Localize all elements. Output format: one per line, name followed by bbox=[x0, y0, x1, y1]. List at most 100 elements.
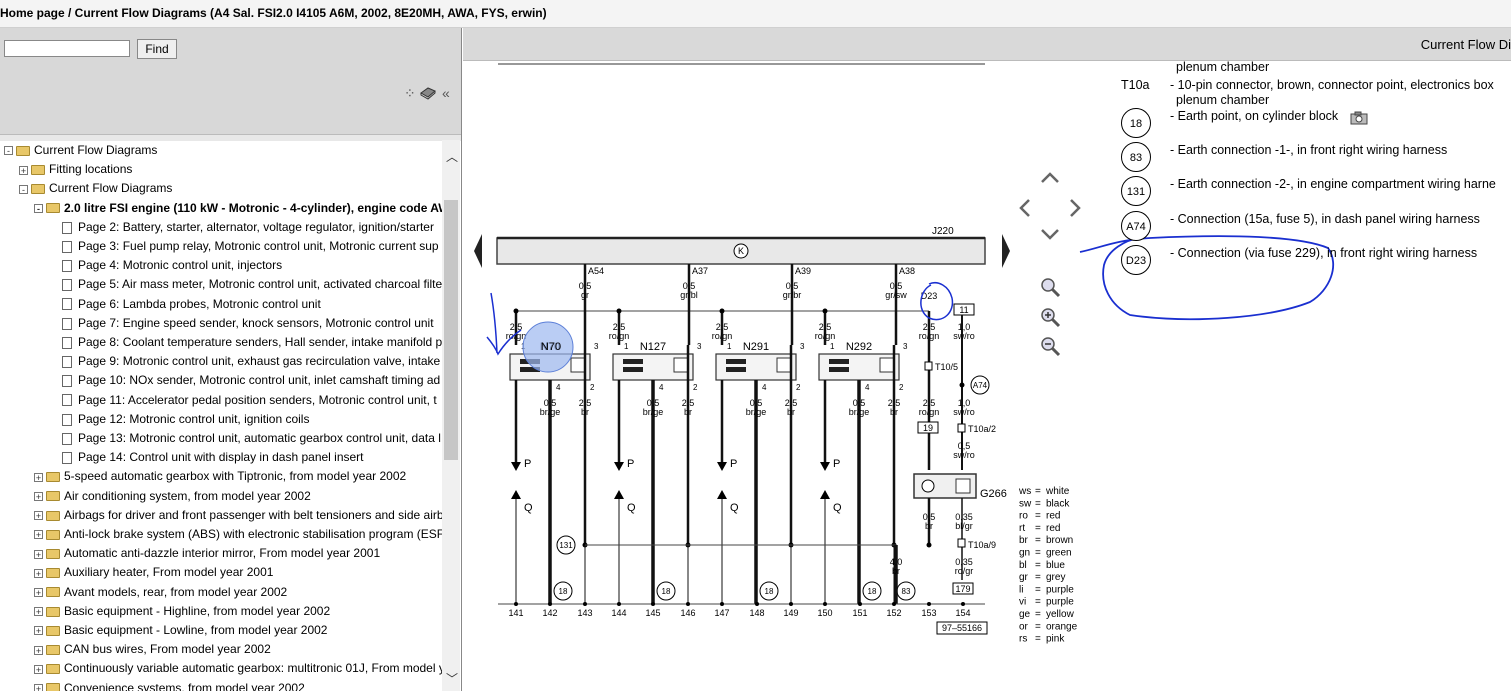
tree-folder-item[interactable]: + Fitting locations bbox=[19, 160, 132, 178]
tree-page-item[interactable]: Page 13: Motronic control unit, automati… bbox=[62, 429, 441, 447]
tree-page-item[interactable]: Page 12: Motronic control unit, ignition… bbox=[62, 410, 309, 428]
pan-down-icon[interactable] bbox=[1040, 228, 1060, 247]
legend-text: - Earth connection -2-, in engine compar… bbox=[1170, 177, 1496, 191]
collapse-icon[interactable]: - bbox=[34, 203, 43, 213]
document-icon bbox=[62, 336, 72, 349]
collapse-panel-icon[interactable]: « bbox=[442, 85, 450, 101]
legend-t10a-text: - 10-pin connector, brown, connector poi… bbox=[1170, 78, 1494, 92]
legend-t10a-line2: plenum chamber bbox=[1176, 93, 1270, 107]
tree-page-item[interactable]: Page 2: Battery, starter, alternator, vo… bbox=[62, 218, 434, 236]
zoom-in-icon[interactable] bbox=[1040, 307, 1062, 334]
tree-folder-item[interactable]: + Auxiliary heater, From model year 2001 bbox=[34, 563, 273, 581]
pan-right-icon[interactable] bbox=[1069, 198, 1083, 223]
tree-folder-item[interactable]: -Current Flow Diagrams bbox=[4, 141, 157, 159]
tree-page-item[interactable]: Page 3: Fuel pump relay, Motronic contro… bbox=[62, 237, 439, 255]
tree-folder-item[interactable]: - 2.0 litre FSI engine (110 kW - Motronic… bbox=[34, 199, 442, 217]
tree-item-label: Page 10: NOx sender, Motronic control un… bbox=[78, 373, 441, 388]
zoom-out-icon[interactable] bbox=[1040, 336, 1062, 363]
pan-up-icon[interactable] bbox=[1040, 170, 1060, 189]
tree-item-label: Continuously variable automatic gearbox:… bbox=[64, 661, 442, 676]
pan-left-icon[interactable] bbox=[1017, 198, 1031, 223]
tree-item-label: Page 8: Coolant temperature senders, Hal… bbox=[78, 335, 442, 349]
scroll-down-icon[interactable]: ﹀ bbox=[446, 672, 459, 686]
expand-icon[interactable]: + bbox=[34, 511, 43, 522]
zoom-fit-icon[interactable] bbox=[1040, 277, 1062, 304]
tree-folder-item[interactable]: + Basic equipment - Lowline, from model y… bbox=[34, 621, 327, 639]
tree-item-label: Page 5: Air mass meter, Motronic control… bbox=[78, 277, 442, 292]
folder-icon bbox=[46, 645, 60, 656]
camera-icon[interactable] bbox=[1350, 111, 1368, 130]
expand-icon[interactable]: + bbox=[19, 165, 28, 176]
collapse-icon[interactable]: - bbox=[4, 146, 13, 156]
tree-page-item[interactable]: Page 7: Engine speed sender, knock senso… bbox=[62, 314, 434, 332]
scroll-up-icon[interactable]: ︿ bbox=[446, 150, 459, 164]
folder-icon bbox=[46, 683, 60, 691]
expand-icon[interactable]: + bbox=[34, 549, 43, 560]
expand-collapse-icon[interactable]: ⁘ bbox=[404, 85, 416, 101]
tree-item-label: Page 4: Motronic control unit, injectors bbox=[78, 258, 283, 273]
tree-item-label: Auxiliary heater, From model year 2001 bbox=[64, 565, 274, 580]
expand-icon[interactable]: + bbox=[34, 472, 43, 483]
document-icon bbox=[62, 260, 72, 273]
tree-folder-item[interactable]: +Basic equipment - Highline, from model … bbox=[34, 602, 330, 620]
legend-top-line: plenum chamber bbox=[1176, 60, 1270, 74]
tree-folder-item[interactable]: - Current Flow Diagrams bbox=[19, 179, 172, 197]
legend-circle-a74: A74 bbox=[1121, 211, 1151, 241]
legend-circle-131: 131 bbox=[1121, 176, 1151, 206]
tree-item-label: Airbags for driver and front passenger w… bbox=[64, 507, 442, 522]
tree-page-item[interactable]: Page 8: Coolant temperature senders, Hal… bbox=[62, 333, 442, 351]
expand-icon[interactable]: + bbox=[34, 607, 43, 618]
tree-item-label: CAN bus wires, From model year 2002 bbox=[64, 642, 271, 657]
tree-page-item[interactable]: Page 10: NOx sender, Motronic control un… bbox=[62, 371, 440, 389]
tree-header bbox=[0, 134, 461, 141]
tree-item-label: 2.0 litre FSI engine (110 kW - Motronic … bbox=[64, 200, 442, 215]
search-input[interactable] bbox=[4, 40, 130, 57]
tree-folder-item[interactable]: +Avant models, rear, from model year 200… bbox=[34, 583, 287, 601]
legend-text: - Earth point, on cylinder block bbox=[1170, 109, 1339, 123]
expand-icon[interactable]: + bbox=[34, 530, 43, 541]
document-icon bbox=[62, 317, 72, 330]
left-panel: Find ⁘ « -Current Flow Diagrams+Fitting … bbox=[0, 28, 462, 691]
tree-page-item[interactable]: Page 6: Lambda probes, Motronic control … bbox=[62, 295, 321, 313]
tree-page-item[interactable]: Page 14: Control unit with display in da… bbox=[62, 448, 364, 466]
folder-icon bbox=[46, 529, 60, 540]
legend-text: - Connection (via fuse 229), in front ri… bbox=[1170, 246, 1478, 260]
tree-item-label: Page 3: Fuel pump relay, Motronic contro… bbox=[78, 239, 439, 253]
expand-icon[interactable]: + bbox=[34, 645, 43, 656]
document-icon bbox=[62, 240, 72, 253]
tree-folder-item[interactable]: +Anti-lock brake system (ABS) with elect… bbox=[34, 525, 442, 543]
expand-icon[interactable]: + bbox=[34, 664, 43, 675]
tree-page-item[interactable]: Page 9: Motronic control unit, exhaust g… bbox=[62, 352, 440, 370]
tree-item-label: Page 7: Engine speed sender, knock senso… bbox=[78, 315, 434, 330]
tree-item-label: Page 14: Control unit with display in da… bbox=[78, 450, 364, 465]
expand-icon[interactable]: + bbox=[34, 587, 43, 598]
expand-icon[interactable]: + bbox=[34, 491, 43, 502]
folder-icon bbox=[46, 549, 60, 560]
tree-page-item[interactable]: Page 11: Accelerator pedal position send… bbox=[62, 391, 437, 409]
tree-item-label: Automatic anti-dazzle interior mirror, F… bbox=[64, 546, 381, 561]
tree-item-label: Fitting locations bbox=[49, 162, 133, 177]
tree-folder-item[interactable]: +5-speed automatic gearbox with Tiptroni… bbox=[34, 467, 406, 485]
book-icon[interactable] bbox=[420, 86, 436, 103]
tree-item-label: Basic equipment - Lowline, from model ye… bbox=[64, 623, 328, 637]
tree-scrollbar[interactable]: ︿ ﹀ bbox=[442, 140, 460, 691]
find-button[interactable]: Find bbox=[137, 39, 177, 59]
expand-icon[interactable]: + bbox=[34, 626, 43, 637]
tree-folder-item[interactable]: + Automatic anti-dazzle interior mirror, … bbox=[34, 544, 380, 562]
tree-folder-item[interactable]: + Airbags for driver and front passenger … bbox=[34, 506, 442, 524]
scroll-thumb[interactable] bbox=[444, 200, 458, 460]
tree-folder-item[interactable]: +Convenience systems, from model year 20… bbox=[34, 679, 305, 691]
tree-item-label: Current Flow Diagrams bbox=[49, 181, 173, 196]
tree-item-label: Page 2: Battery, starter, alternator, vo… bbox=[78, 219, 434, 234]
folder-icon bbox=[46, 510, 60, 521]
collapse-icon[interactable]: - bbox=[19, 184, 28, 194]
tree-folder-item[interactable]: +Air conditioning system, from model yea… bbox=[34, 487, 311, 505]
tree-folder-item[interactable]: + CAN bus wires, From model year 2002 bbox=[34, 640, 271, 658]
expand-icon[interactable]: + bbox=[34, 568, 43, 579]
breadcrumb[interactable]: Home page / Current Flow Diagrams (A4 Sa… bbox=[0, 6, 547, 20]
expand-icon[interactable]: + bbox=[34, 683, 43, 691]
document-icon bbox=[62, 413, 72, 426]
tree-page-item[interactable]: Page 4: Motronic control unit, injectors bbox=[62, 256, 282, 274]
tree-page-item[interactable]: Page 5: Air mass meter, Motronic control… bbox=[62, 275, 442, 293]
tree-folder-item[interactable]: + Continuously variable automatic gearbox… bbox=[34, 659, 442, 677]
